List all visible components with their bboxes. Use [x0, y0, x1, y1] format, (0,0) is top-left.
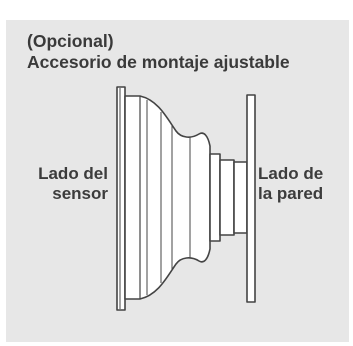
- wall-side-label-line1: Lado de: [258, 164, 324, 183]
- optional-label: (Opcional): [27, 31, 114, 51]
- sensor-side-label: Lado del sensor: [20, 164, 108, 204]
- flared-body: [124, 95, 211, 300]
- sensor-side-label-line1: Lado del: [38, 164, 108, 183]
- wall-neck: [233, 161, 248, 234]
- sensor-side-plate: [116, 86, 126, 311]
- wall-side-label: Lado de la pared: [258, 164, 348, 204]
- accessory-title: Accesorio de montaje ajustable: [27, 52, 290, 72]
- wall-side-label-line2: la pared: [258, 184, 324, 203]
- connector-collar: [219, 159, 235, 236]
- wall-side-plate: [246, 94, 256, 303]
- sensor-side-label-line2: sensor: [52, 184, 108, 203]
- inner-ring: [209, 153, 221, 242]
